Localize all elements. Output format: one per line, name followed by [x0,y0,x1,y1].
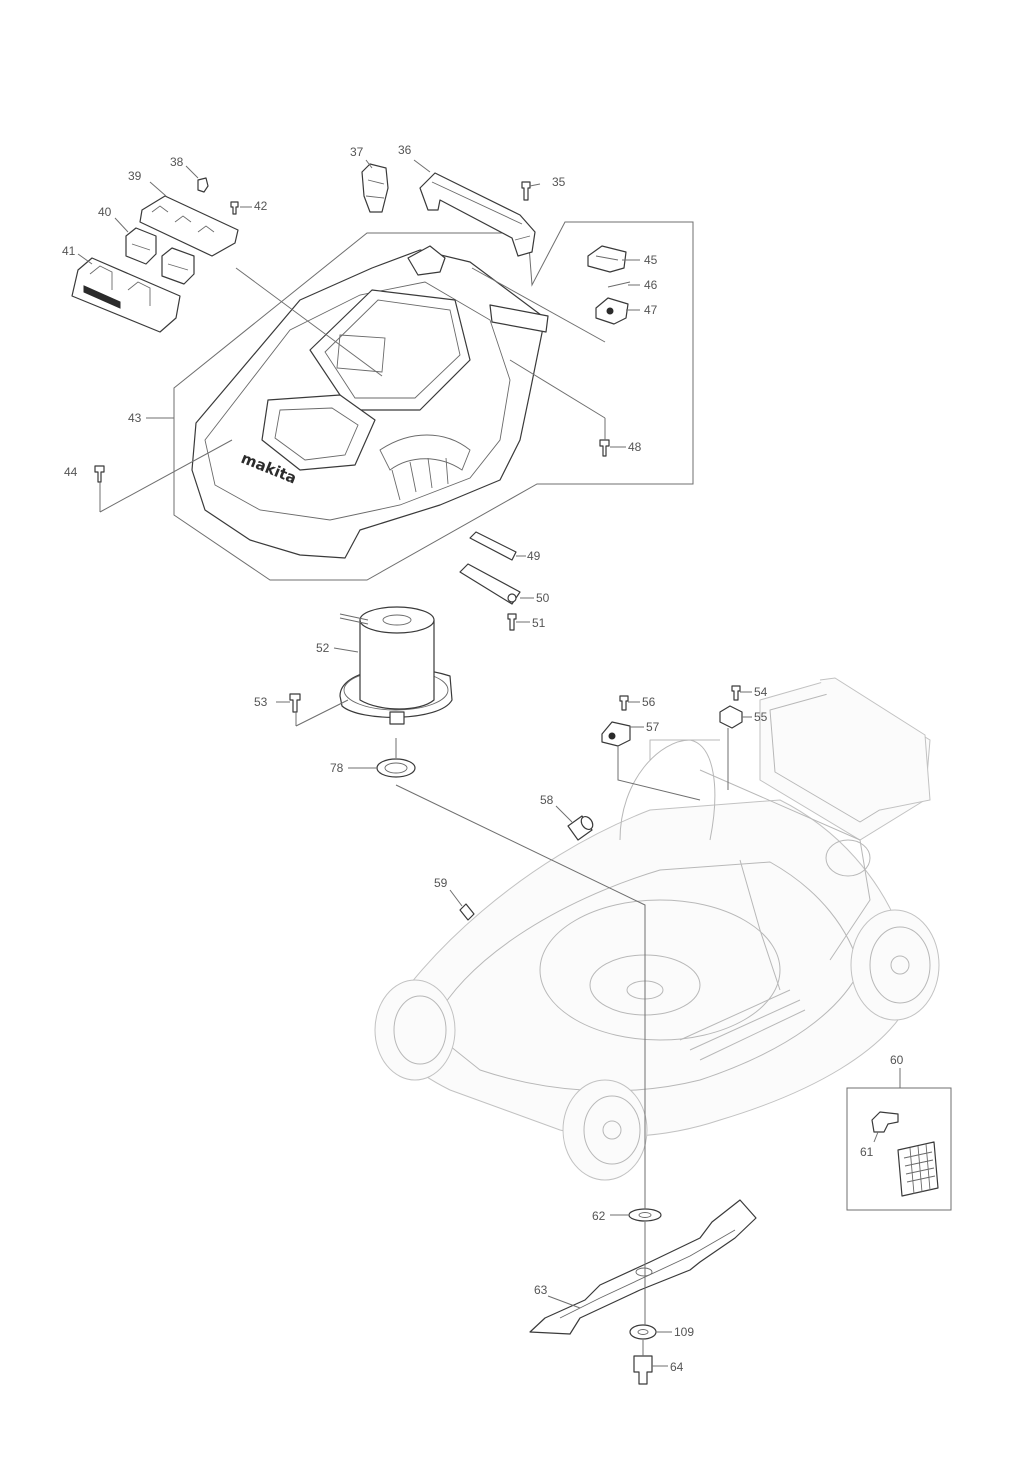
switch-57[interactable] [601,721,631,747]
callout-35: 35 [552,175,566,189]
mower-body-outline [374,677,940,1181]
kit-box-60 [846,1087,952,1211]
callout-48: 48 [628,440,642,454]
callout-37: 37 [350,145,364,159]
washer-109[interactable] [629,1324,657,1340]
motor-52[interactable] [339,606,453,725]
callout-59: 59 [434,876,448,890]
screw-51[interactable] [507,613,517,631]
callout-54: 54 [754,685,768,699]
handle-36[interactable] [419,172,536,257]
callout-39: 39 [128,169,142,183]
seal-78[interactable] [376,758,416,778]
callout-36: 36 [398,143,412,157]
screw-56[interactable] [619,695,629,711]
screw-35[interactable] [521,181,531,201]
callout-40: 40 [98,205,112,219]
callout-42: 42 [254,199,268,213]
callout-109: 109 [674,1325,694,1339]
screw-42[interactable] [230,201,239,215]
callout-labels: 35 36 37 38 39 40 41 42 43 44 45 46 47 4… [62,143,904,1374]
screw-48[interactable] [599,439,610,457]
nut-55[interactable] [719,705,743,729]
callout-38: 38 [170,155,184,169]
callout-57: 57 [646,720,660,734]
filter-card [897,1141,939,1197]
callout-43: 43 [128,411,142,425]
callout-61: 61 [860,1145,874,1159]
terminal-40[interactable] [125,227,195,285]
bushing-58[interactable] [567,814,595,841]
callout-45: 45 [644,253,658,267]
callout-53: 53 [254,695,268,709]
screw-38[interactable] [197,177,209,193]
terminal-frame-39[interactable] [139,195,239,257]
callout-51: 51 [532,616,546,630]
callout-49: 49 [527,549,541,563]
callout-50: 50 [536,591,550,605]
callout-47: 47 [644,303,658,317]
callout-62: 62 [592,1209,606,1223]
pin-59[interactable] [459,903,475,921]
pin-46[interactable] [607,281,631,288]
cover-43[interactable]: makita [191,245,549,559]
cover-assembly-frame [173,221,694,581]
rod-49[interactable] [469,531,517,561]
washer-62[interactable] [628,1208,662,1222]
leader-lines [77,159,901,1367]
screw-44[interactable] [94,465,105,483]
callout-58: 58 [540,793,554,807]
clip-45[interactable] [587,245,627,273]
key-61[interactable] [871,1111,899,1133]
callout-78: 78 [330,761,344,775]
bolt-64[interactable] [633,1355,653,1385]
latch-37[interactable] [361,163,389,213]
callout-56: 56 [642,695,656,709]
bar-50[interactable] [459,563,521,605]
callout-41: 41 [62,244,76,258]
screw-53[interactable] [289,693,301,713]
callout-52: 52 [316,641,330,655]
callout-60: 60 [890,1053,904,1067]
callout-46: 46 [644,278,658,292]
terminal-holder-41[interactable] [71,257,181,333]
callout-55: 55 [754,710,768,724]
callout-64: 64 [670,1360,684,1374]
screw-54[interactable] [731,685,741,701]
switch-47[interactable] [595,297,629,325]
callout-63: 63 [534,1283,548,1297]
callout-44: 44 [64,465,78,479]
